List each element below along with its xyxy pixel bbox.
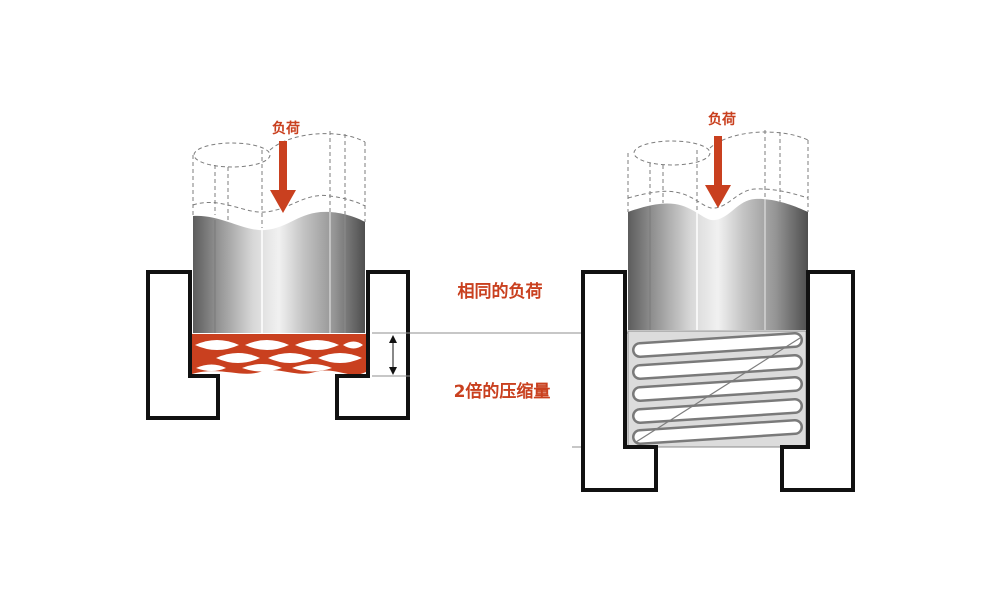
left-wave-spring [192,334,366,375]
arrow-shaft [714,136,722,188]
left-assembly: 负荷 [146,120,410,420]
right-dashed-wave [627,188,809,209]
right-coil-spring [627,330,807,448]
arrow-head [270,190,296,213]
coil-back-diagonal [635,337,801,443]
right-load-label: 负荷 [708,111,736,128]
right-dashed-rod-end [633,140,711,166]
left-housing-left-block [146,270,220,420]
coil-turn [634,378,801,400]
wave-spring-gap [292,364,332,372]
left-dashed-cylinder-outline [192,131,366,228]
dimension-arrow-head [389,367,397,375]
right-piston-highlights [649,199,781,330]
double-compression-label: 2倍的压缩量 [454,381,551,402]
left-dashed-top-arc [269,133,366,151]
wave-spring-gap [295,340,339,350]
dimension-arrow-head [389,335,397,343]
left-piston-highlights [214,212,346,333]
left-dashed-wave [192,194,366,213]
arrow-shaft [279,141,287,193]
left-dashed-rod-end [193,142,271,168]
wave-spring-gap [216,353,260,363]
left-piston [193,211,365,333]
left-housing-right-block [335,270,410,420]
coil-turn [634,334,801,356]
right-load-arrow [705,136,731,208]
right-piston [628,198,808,330]
wave-spring-gap [343,341,363,349]
left-compression-dimension-arrow [389,335,397,375]
right-dashed-cylinder-outline [627,130,809,212]
wave-spring-gap [245,340,289,350]
wave-spring-gap [195,340,239,350]
right-dashed-top-arc [709,131,809,149]
coil-turn [634,356,801,378]
coil-turn [634,400,801,422]
wave-spring-gap [242,364,282,372]
right-housing-left-block [581,270,658,492]
arrow-head [705,185,731,208]
right-housing-right-block [780,270,855,492]
coil-turn [634,421,801,443]
same-load-label: 相同的负荷 [458,281,543,302]
wave-spring-gap [268,353,312,363]
wave-spring-gap [196,364,226,371]
wave-spring-gap [318,353,362,363]
left-load-label: 负荷 [272,120,300,137]
left-load-arrow [270,141,296,213]
right-assembly: 负荷 [581,111,855,492]
